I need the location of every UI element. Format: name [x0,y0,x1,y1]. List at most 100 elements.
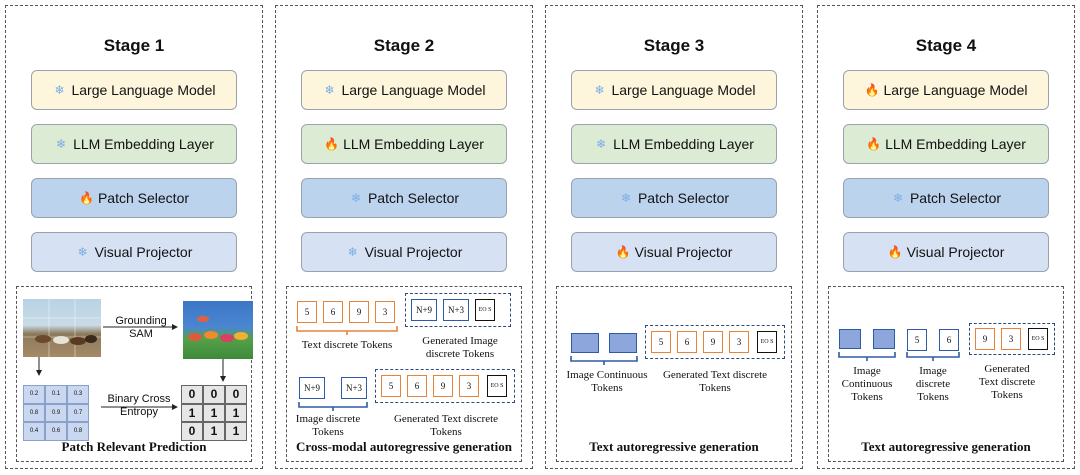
embedding-block: ❄ LLM Embedding Layer [571,124,777,164]
generated-text-label: Generated Text discrete Tokens [978,363,1036,401]
visual-projector-label: Visual Projector [906,244,1005,260]
binary-cell: 1 [203,403,225,423]
binary-cell: 0 [181,422,203,441]
llm-label: Large Language Model [883,82,1028,98]
text-token: 3 [459,375,479,397]
visual-projector-block: ❄ Visual Projector [31,232,237,272]
stage-1-panel: Stage 1 ❄Large Language Model ❄LLM Embed… [5,5,263,469]
snowflake-icon: ❄ [594,83,605,97]
patch-selector-label: Patch Selector [637,190,730,206]
snowflake-icon: ❄ [77,245,88,259]
fire-icon: 🔥 [324,137,340,151]
image-continuous-label: Image Continuous Tokens [566,369,648,394]
segmented-photo [183,301,253,359]
brace-orange [296,326,398,335]
fire-icon: 🔥 [887,245,903,259]
continuous-token [609,333,637,353]
patch-selector-label: Patch Selector [909,190,1002,206]
image-token: N+3 [341,377,367,399]
binary-grid: 0 0 0 1 1 1 0 1 1 [181,385,247,441]
stage-4-detail: Image Continuous Tokens 5 6 Image discre… [828,286,1064,462]
snowflake-icon: ❄ [54,83,65,97]
text-token: 6 [407,375,427,397]
text-token: 3 [729,331,749,353]
stage-2-detail: 5 6 9 3 Text discrete Tokens N+9 N+3 EO … [286,286,522,462]
image-discrete-label: Image discrete Tokens [295,413,361,438]
visual-projector-label: Visual Projector [94,244,193,260]
binary-cell: 0 [181,385,203,404]
stage-title: Stage 3 [643,36,705,55]
binary-cell: 1 [225,422,247,441]
stage-title: Stage 4 [915,36,977,55]
brace-blue [298,402,368,411]
score-cell: 0.6 [45,422,67,441]
visual-projector-block: 🔥Visual Projector [843,232,1049,272]
stage-1-arrows [36,324,226,410]
text-token: 5 [381,375,401,397]
embedding-label: LLM Embedding Layer [343,136,484,152]
text-token: 6 [323,301,343,323]
stage-1-detail: Grounding SAM 0.2 0.1 0.3 0.8 0.9 0.7 0.… [16,286,253,462]
stage-3-panel: Stage 3 ❄ Large Language Model ❄ LLM Embed… [545,5,803,469]
continuous-token [571,333,599,353]
embedding-label: LLM Embedding Layer [613,136,754,152]
llm-label: Large Language Model [611,82,756,98]
score-cell: 0.3 [67,385,89,404]
patch-selector-block: ❄ Patch Selector [301,178,507,218]
horse-photo [23,299,101,357]
text-token: 3 [1001,328,1021,350]
binary-cell: 1 [203,422,225,441]
generated-text-label: Generated Text discrete Tokens [662,369,768,394]
embedding-block: ❄LLM Embedding Layer [31,124,237,164]
stage-title: Stage 2 [373,36,435,55]
image-token: N+3 [443,299,469,321]
stage-2-panel: Stage 2 ❄ Large Language Model 🔥LLM Embed… [275,5,533,469]
fire-icon: 🔥 [615,245,631,259]
text-token: 9 [433,375,453,397]
embedding-block: 🔥LLM Embedding Layer [301,124,507,164]
patch-selector-block: 🔥Patch Selector [31,178,237,218]
stage-caption: Text autoregressive generation [589,439,759,454]
snowflake-icon: ❄ [324,83,335,97]
text-token: 5 [297,301,317,323]
grounding-sam-label: Grounding SAM [115,315,167,340]
fire-icon: 🔥 [866,137,882,151]
stage-3-detail: Image Continuous Tokens 5 6 9 3 EO S Gen… [556,286,792,462]
embedding-label: LLM Embedding Layer [73,136,214,152]
stage-4-panel: Stage 4 🔥 Large Language Model 🔥LLM Embed… [817,5,1075,469]
llm-label: Large Language Model [341,82,486,98]
snowflake-icon: ❄ [892,191,903,205]
image-continuous-label: Image Continuous Tokens [841,365,893,403]
patch-selector-label: Patch Selector [97,190,190,206]
generated-image-group [405,293,511,327]
text-token: 9 [703,331,723,353]
embedding-block: 🔥LLM Embedding Layer [843,124,1049,164]
score-cell: 0.2 [23,385,45,404]
snowflake-icon: ❄ [347,245,358,259]
continuous-token [839,329,861,349]
patch-selector-block: ❄ Patch Selector [843,178,1049,218]
fire-icon: 🔥 [78,191,94,205]
stage-caption: Text autoregressive generation [861,439,1031,454]
binary-cell: 1 [225,403,247,423]
patch-selector-label: Patch Selector [367,190,460,206]
visual-projector-label: Visual Projector [364,244,463,260]
llm-block: ❄ Large Language Model [301,70,507,110]
stage-caption: Patch Relevant Prediction [61,439,207,454]
brace-blue [838,352,896,361]
eos-token: EO S [757,331,777,353]
score-cell: 0.9 [45,403,67,423]
score-cell: 0.1 [45,385,67,404]
snowflake-icon: ❄ [350,191,361,205]
text-token: 9 [349,301,369,323]
generated-text-group [969,323,1055,355]
text-token: 9 [975,328,995,350]
binary-cell: 1 [181,403,203,423]
score-cell: 0.8 [23,403,45,423]
snowflake-icon: ❄ [596,137,607,151]
score-grid: 0.2 0.1 0.3 0.8 0.9 0.7 0.4 0.6 0.8 [23,385,89,441]
eos-token: EO S [475,299,495,321]
image-discrete-label: Image discrete Tokens [915,365,951,403]
stage-title: Stage 1 [103,36,165,55]
llm-block: ❄ Large Language Model [571,70,777,110]
